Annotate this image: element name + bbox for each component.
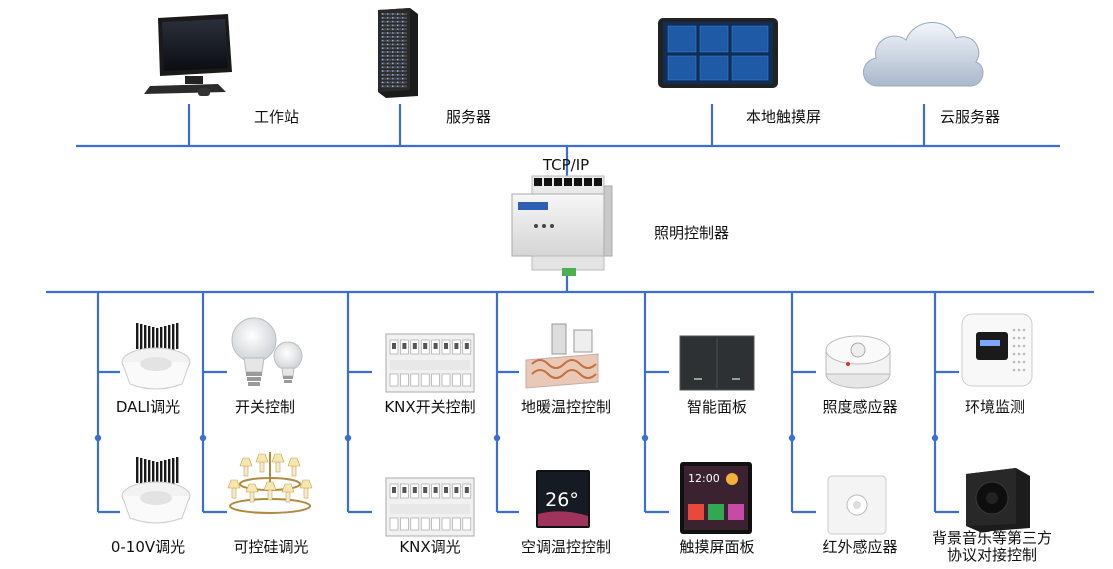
junction-dot [344,434,352,442]
label-branch-1-bottom: 0-10V调光 [110,538,186,556]
speaker-icon[interactable] [966,468,1030,532]
label-branch-6-bottom: 红外感应器 [822,538,898,556]
label-branch-4-top: 地暖温控控制 [520,398,612,416]
label-cloud-server: 云服务器 [940,108,1001,126]
environment-monitor-icon[interactable] [961,313,1033,387]
label-branch-7-bottom: 背景音乐等第三方 协议对接控制 [931,529,1053,564]
label-branch-1-top: DALI调光 [115,398,181,416]
label-branch-3-top: KNX开关控制 [384,398,476,416]
junction-dot [199,434,207,442]
junction-dot [931,434,939,442]
label-branch-5-bottom: 触摸屏面板 [679,538,755,556]
label-workstation: 工作站 [254,108,300,126]
label-branch-3-bottom: KNX调光 [399,538,461,556]
pir-sensor-icon[interactable] [827,475,887,535]
light-sensor-icon[interactable] [825,335,891,389]
knx-module-icon[interactable] [385,333,475,393]
label-lighting-controller: 照明控制器 [654,224,730,242]
knx-module-icon[interactable] [385,477,475,537]
thermostat-icon[interactable]: 26° [536,470,590,528]
branch-lines [96,292,959,514]
thermostat-temperature: 26° [545,489,579,511]
label-server: 服务器 [446,108,492,126]
chandelier-icon[interactable] [227,452,313,514]
junction-dot [641,434,649,442]
label-branch-2-top: 开关控制 [234,398,296,416]
downlight-icon[interactable] [121,323,191,390]
switch-panel-icon[interactable] [679,335,755,391]
server-rack-icon[interactable] [378,8,418,98]
touch-panel-clock: 12:00 [688,472,720,485]
label-local-touchscreen: 本地触摸屏 [746,108,822,126]
label-branch-6-top: 照度感应器 [822,398,898,416]
label-branch-4-bottom: 空调温控控制 [520,538,612,556]
din-rail-controller-icon[interactable] [511,175,613,276]
junction-dot [788,434,796,442]
junction-dot [94,434,102,442]
label-branch-7-top: 环境监测 [964,398,1026,416]
workstation-monitor-icon[interactable] [144,14,232,96]
touch-screen-icon[interactable] [658,18,778,88]
downlight-icon[interactable] [121,457,191,524]
cloud-icon[interactable] [863,22,984,87]
floor-heating-icon[interactable] [525,323,599,389]
branch-junction-dots [94,434,939,442]
label-branch-5-top: 智能面板 [686,398,748,416]
label-protocol: TCP/IP [542,156,590,174]
network-lines [46,104,1094,294]
junction-dot [493,434,501,442]
label-branch-2-bottom: 可控硅调光 [233,538,309,556]
light-bulb-icon[interactable] [231,317,303,386]
touch-panel-icon[interactable]: 12:00 [680,462,752,534]
